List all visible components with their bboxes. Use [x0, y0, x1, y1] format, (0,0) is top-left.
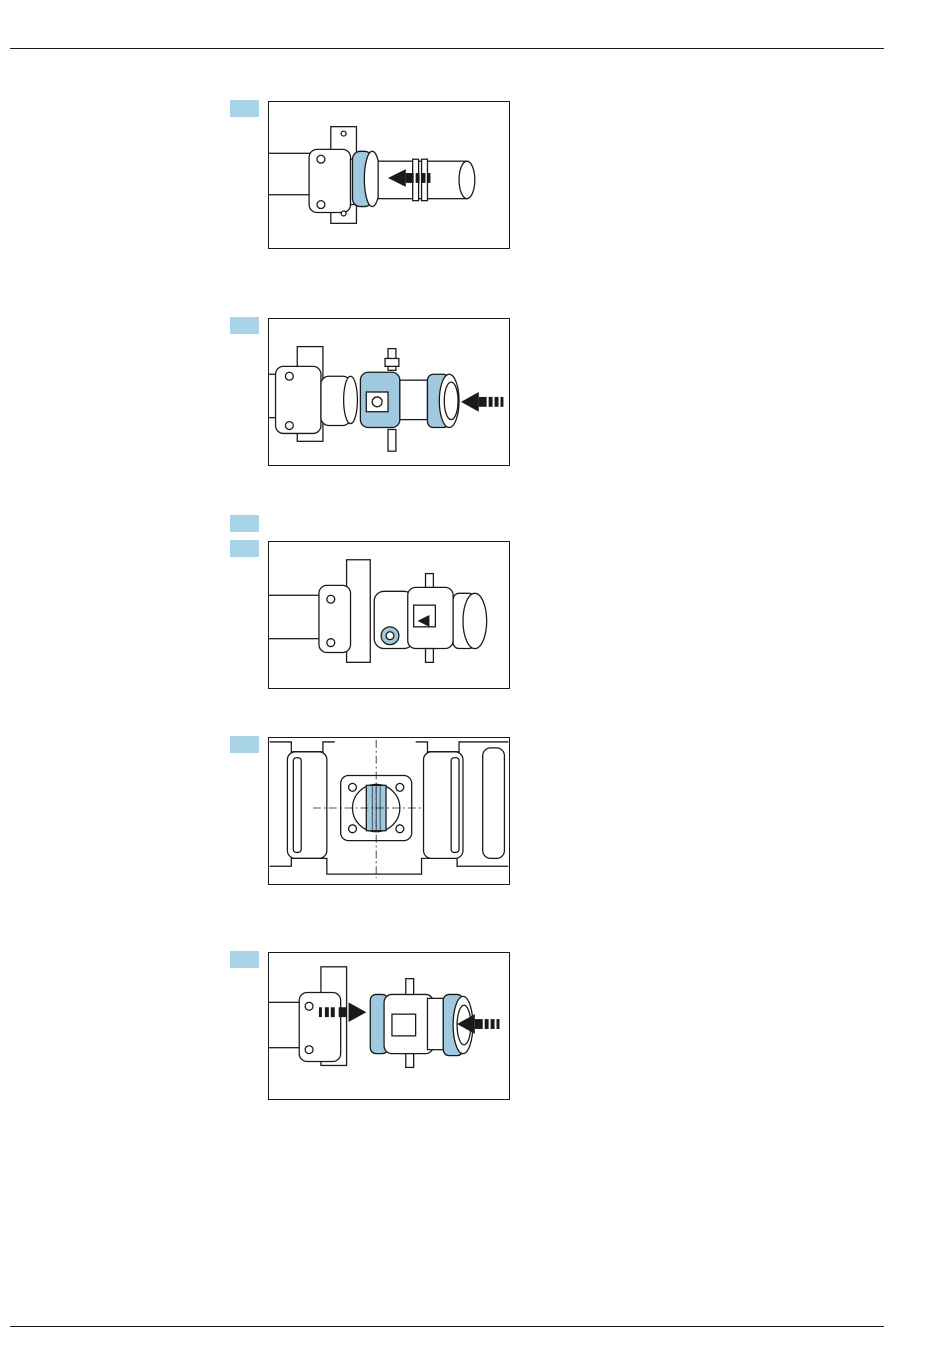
step-marker-3	[230, 515, 259, 532]
header-rule	[10, 48, 884, 49]
step-marker-4	[230, 540, 259, 557]
figure-step-1	[268, 101, 510, 249]
fix-screw-illustration	[269, 542, 509, 688]
step-marker-5	[230, 736, 259, 753]
step-marker-1	[230, 100, 259, 117]
flow-cell-onto-sleeve-illustration	[269, 319, 509, 465]
step-marker-6	[230, 951, 259, 968]
figure-step-2	[268, 318, 510, 466]
press-together-illustration	[269, 953, 509, 1099]
figure-step-5	[268, 737, 510, 885]
step-marker-2	[230, 317, 259, 334]
sleeve-onto-pipe-illustration	[269, 102, 509, 248]
figure-step-4	[268, 541, 510, 689]
window-alignment-illustration	[269, 738, 509, 884]
footer-rule	[10, 1326, 884, 1327]
figure-step-6	[268, 952, 510, 1100]
